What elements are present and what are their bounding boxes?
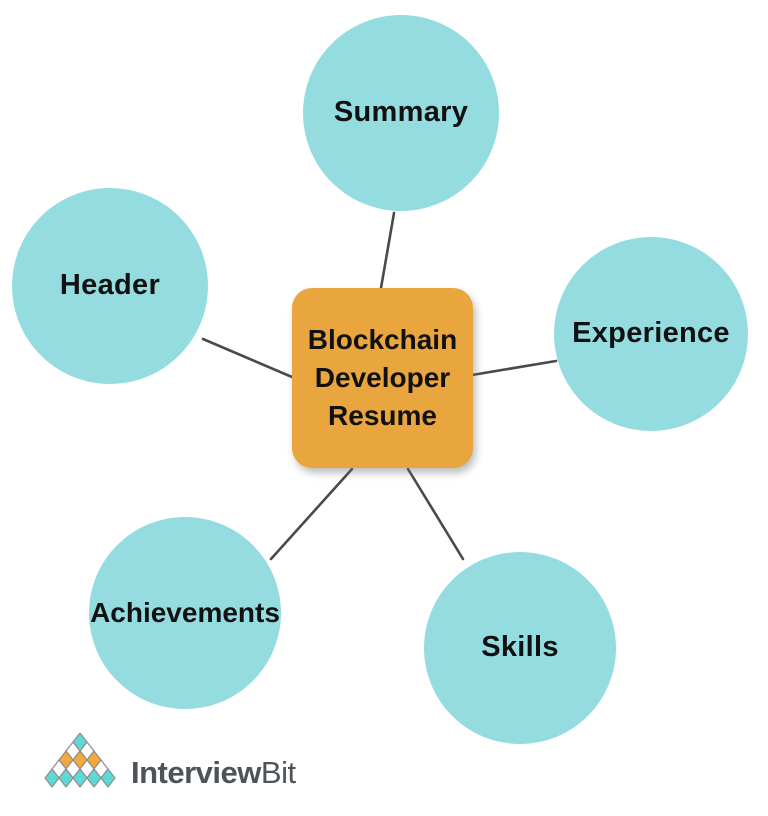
node-achievements: Achievements xyxy=(89,517,281,709)
node-achievements-label: Achievements xyxy=(90,596,280,628)
center-topic-box: Blockchain Developer Resume xyxy=(292,288,473,468)
node-experience: Experience xyxy=(554,237,748,431)
center-topic-title: Blockchain Developer Resume xyxy=(307,324,458,431)
node-experience-label: Experience xyxy=(572,317,730,350)
connector-skills xyxy=(406,467,465,561)
interviewbit-logo: InterviewBit xyxy=(44,733,296,791)
node-skills: Skills xyxy=(424,552,616,744)
node-skills-label: Skills xyxy=(481,631,559,664)
brand-text-interview: Interview xyxy=(131,755,261,790)
node-header: Header xyxy=(12,188,208,384)
interviewbit-wordmark: InterviewBit xyxy=(131,757,296,791)
interviewbit-pyramid-icon xyxy=(44,733,116,788)
connector-summary xyxy=(379,211,396,290)
connector-experience xyxy=(470,359,558,377)
brand-text-bit: Bit xyxy=(260,755,296,790)
node-summary-label: Summary xyxy=(333,96,469,129)
connector-header xyxy=(201,337,294,379)
node-header-label: Header xyxy=(59,269,161,302)
node-summary: Summary xyxy=(303,15,499,211)
connector-achievements xyxy=(269,467,354,561)
